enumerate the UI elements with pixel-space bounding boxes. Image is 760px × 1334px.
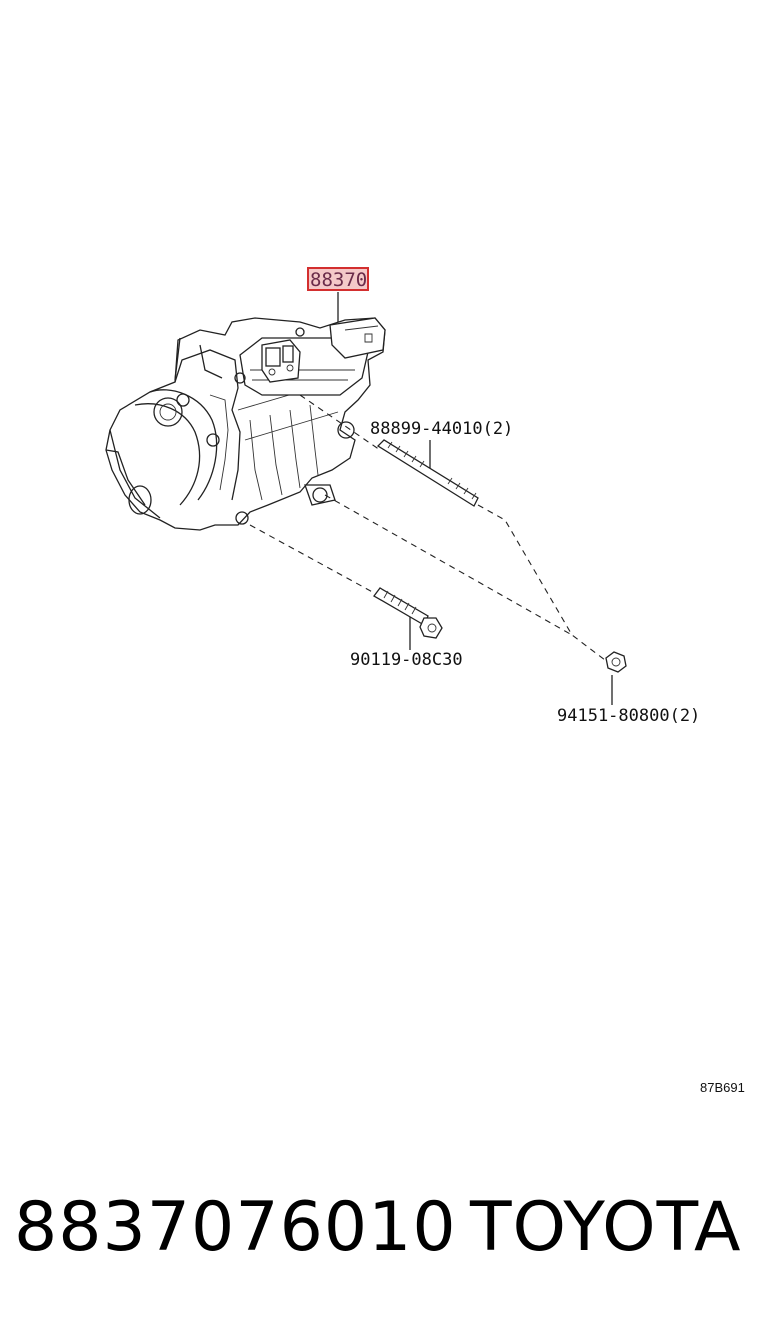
callout-flange-bolt[interactable]: 90119-08C30	[350, 650, 463, 670]
callout-long-bolt[interactable]: 88899-44010(2)	[370, 419, 513, 439]
assembly-dashed-lines	[249, 394, 606, 661]
highlight-box	[307, 267, 369, 291]
nut-drawing	[605, 651, 627, 673]
footer-brand: TOYOTA	[470, 1188, 742, 1267]
drawing-code: 87B691	[700, 1080, 745, 1095]
leader-lines	[337, 292, 613, 705]
footer-part-number: 8837076010	[14, 1188, 457, 1267]
callout-nut[interactable]: 94151-80800(2)	[557, 706, 700, 726]
compressor-assembly	[105, 317, 386, 531]
main-part-label: 88370	[310, 269, 367, 291]
flange-bolt-drawing	[373, 587, 443, 639]
main-part-callout[interactable]: 88370	[307, 267, 369, 291]
long-bolt-drawing	[376, 439, 479, 507]
